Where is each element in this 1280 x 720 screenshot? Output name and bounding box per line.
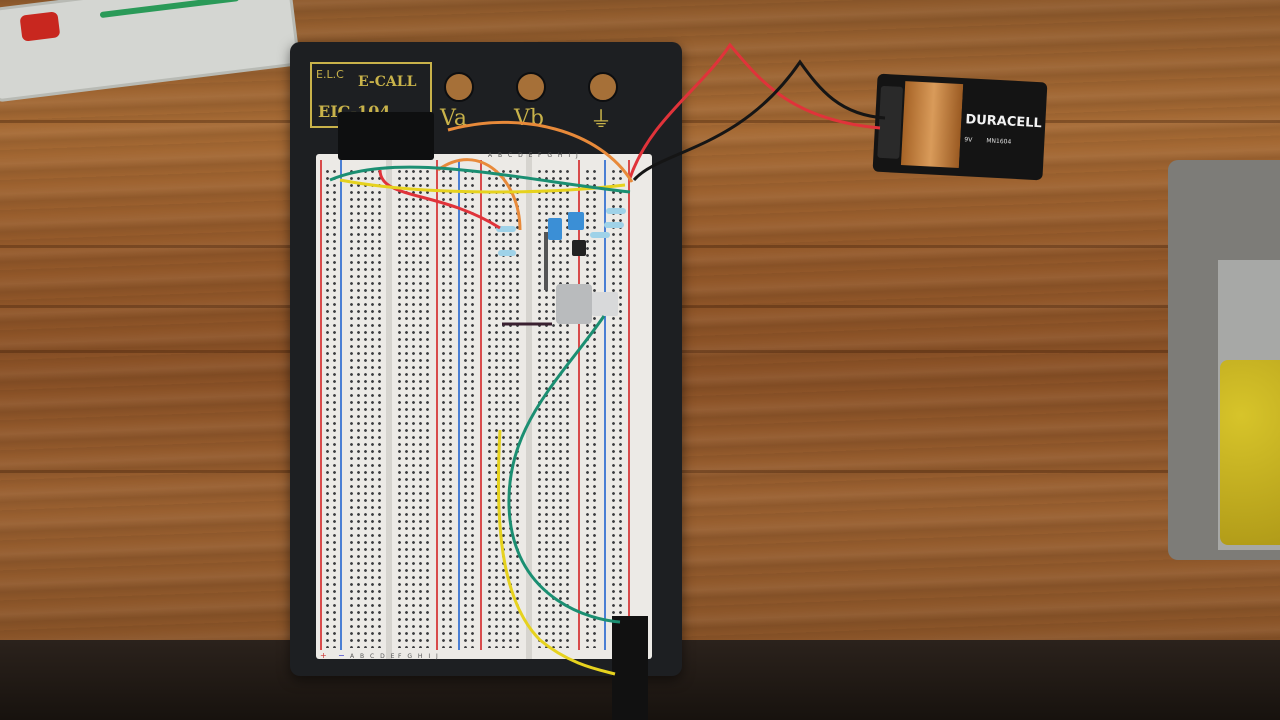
tie-point-holes — [536, 168, 572, 648]
column-footer-right: F G H I J — [398, 653, 440, 660]
rail-positive-line — [628, 160, 630, 650]
binding-post-va[interactable] — [444, 72, 474, 102]
tie-point-holes — [348, 168, 384, 648]
wire-green-pot — [507, 315, 621, 624]
center-channel — [526, 154, 532, 659]
wire-green-top — [329, 165, 631, 194]
ground-icon: ⏚ — [590, 108, 613, 133]
wire-orange-2 — [437, 158, 522, 231]
rail-holes — [324, 168, 338, 648]
rail-negative-line — [458, 160, 460, 650]
resistor — [606, 208, 626, 214]
breadboard-strip: A B C D E F G H I J A B C D E F G H I J … — [316, 152, 652, 660]
wire-orange — [447, 120, 634, 183]
cleaning-sponge — [1220, 360, 1280, 545]
breadboard-base: E.L.C E-CALL EIC-104 Va Vb ⏚ A B C D E F… — [290, 42, 682, 676]
rail-holes — [610, 168, 624, 648]
column-header-right: F G H I J — [538, 152, 580, 159]
resistor — [604, 222, 624, 228]
capacitor-blue — [568, 212, 584, 230]
center-channel — [386, 154, 392, 659]
logo-brand: E-CALL — [358, 74, 417, 90]
rail-positive-line — [480, 160, 482, 650]
column-header-left: A B C D E — [488, 152, 535, 159]
logo-mark: E.L.C — [316, 68, 344, 81]
rail-mark-plus: + — [320, 651, 329, 660]
wire-yellow-bottom — [496, 429, 616, 676]
resistor — [496, 226, 516, 232]
rail-mark-minus: − — [338, 651, 347, 660]
rail-positive-line — [436, 160, 438, 650]
output-connector — [612, 616, 648, 720]
column-footer-left: A B C D E — [350, 653, 397, 660]
binding-post-vb[interactable] — [516, 72, 546, 102]
resistor — [498, 250, 516, 256]
rail-positive-line — [578, 160, 580, 650]
rail-negative-line — [340, 160, 342, 650]
wire-red-battery — [628, 42, 881, 179]
soldering-stand — [1168, 160, 1280, 560]
rail-holes — [462, 168, 476, 648]
wire-red-board — [378, 169, 501, 230]
potentiometer-body — [556, 284, 592, 324]
tie-point-holes — [396, 168, 432, 648]
potentiometer[interactable] — [556, 284, 618, 324]
tie-point-holes — [486, 168, 522, 648]
rail-holes — [440, 168, 454, 648]
rail-negative-line — [604, 160, 606, 650]
potentiometer-shaft[interactable] — [592, 292, 618, 316]
wire-black-battery — [632, 59, 886, 181]
audio-jack-connector — [338, 112, 434, 160]
binding-post-gnd[interactable] — [588, 72, 618, 102]
transistor — [572, 240, 586, 256]
capacitor-blue — [548, 218, 562, 240]
resistor — [590, 232, 610, 238]
rail-positive-line — [320, 160, 322, 650]
